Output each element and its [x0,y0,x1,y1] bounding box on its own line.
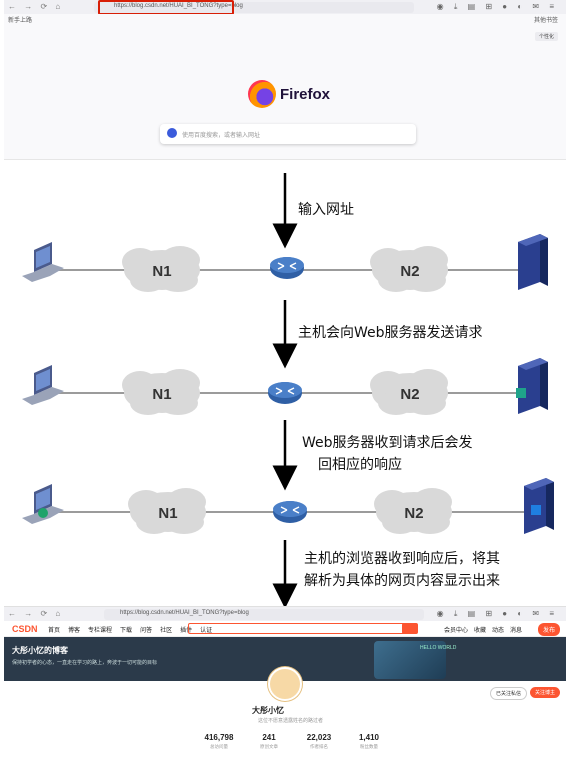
network-label-n2: N2 [404,505,423,522]
stat-value: 1,410 [358,733,380,742]
search-engine-icon [167,128,177,138]
stat-item: 22,023 作者排名 [294,733,344,750]
bookmark-getting-started[interactable]: 新手上路 [8,18,33,24]
blog-banner: 大彤小忆的博客 保持初学者的心态，一直走在学习的路上，奔波于一切可能的目标 HE… [4,637,566,681]
csdn-nav-right: 会员中心 收藏 动态 消息 [444,625,522,634]
network-label-n1: N1 [152,263,171,280]
address-bar-url[interactable]: https://blog.csdn.net/HUAI_BI_TONG?type=… [114,3,243,9]
network-label-n1: N1 [158,505,177,522]
stat-label: 作者排名 [310,744,328,749]
response-packet-icon [531,505,541,515]
request-packet-icon [516,388,526,398]
nav-link[interactable]: 问答 [140,628,153,634]
step-2-label: 主机会向Web服务器发送请求 [298,325,483,341]
network-row-1 [22,234,548,292]
nav-link[interactable]: 下载 [120,628,133,634]
stat-value: 241 [262,733,276,742]
nav-buttons[interactable]: ← → ⟳ ⌂ [8,2,64,11]
search-box[interactable]: 使用百度搜索，或者输入网址 [160,124,416,144]
step-4-label-line-1: 主机的浏览器收到响应后，将其 [304,551,500,567]
router-icon [267,381,303,405]
search-placeholder[interactable]: 使用百度搜索，或者输入网址 [182,133,261,139]
address-bar-url[interactable]: https://blog.csdn.net/HUAI_BI_TONG?type=… [120,610,249,616]
stat-item: 416,798 总访问量 [194,733,244,750]
received-packet-icon [38,508,48,518]
firefox-wordmark: Firefox [280,86,331,103]
blog-subtitle: 保持初学者的心态，一直走在学习的路上，奔波于一切可能的目标 [12,660,158,666]
message-button[interactable]: 已关注私信 [490,687,528,700]
network-label-n2: N2 [400,263,419,280]
client-laptop-icon [22,365,64,405]
firefox-new-tab-screenshot: ← → ⟳ ⌂ https://blog.csdn.net/HUAI_BI_TO… [4,0,566,160]
nav-link[interactable]: 社区 [160,628,173,634]
nav-right-link[interactable]: 消息 [510,628,523,634]
stat-item: 241 原创文章 [244,733,294,750]
banner-illustration [374,641,446,679]
step-3-label-line-2: 回相应的响应 [318,457,402,473]
nav-link[interactable]: 首页 [48,628,61,634]
publish-button[interactable]: 发布 [537,623,560,636]
avatar[interactable] [268,667,302,701]
stat-label: 总访问量 [210,744,228,749]
nav-link[interactable]: 专栏课程 [88,628,113,634]
stat-label: 原创文章 [260,744,278,749]
firefox-logo-icon [248,80,276,108]
nav-link[interactable]: 博客 [68,628,81,634]
nav-link[interactable]: 插件 [180,628,193,634]
stat-value: 22,023 [306,733,332,742]
address-bar[interactable] [104,609,424,620]
router-icon [272,500,308,524]
stat-value: 416,798 [204,733,234,742]
nav-link[interactable]: 认证 [200,628,213,634]
address-bar[interactable] [94,2,414,13]
profile-stats: 416,798 总访问量 241 原创文章 22,023 作者排名 1,410 … [194,733,394,750]
nav-right-link[interactable]: 会员中心 [444,628,469,634]
bookmarks-bar: 新手上路 其他书签 [4,14,566,24]
network-label-n2: N2 [400,386,419,403]
stat-label: 粉丝数量 [360,744,378,749]
network-row-2 [22,358,548,415]
stat-item: 1,410 粉丝数量 [344,733,394,750]
follow-button[interactable]: 关注博主 [530,687,561,698]
client-laptop-icon [22,242,64,282]
router-icon [269,256,305,280]
profile-name: 大彤小忆 [252,706,284,715]
csdn-navbar: CSDN 首页 博客 专栏课程 下载 问答 社区 插件 认证 会员中心 收藏 动… [4,621,566,637]
nav-buttons[interactable]: ← → ⟳ ⌂ [8,609,64,618]
step-4-label-line-2: 解析为具体的网页内容显示出来 [304,573,500,589]
blog-title: 大彤小忆的博客 [12,646,68,655]
web-server-icon [518,234,548,290]
toolbar-icons[interactable]: ◉ ⤓ ▤ ⊞ ● ◐ ✉ ≡ [436,2,558,11]
search-button[interactable] [402,623,418,634]
csdn-nav-links: 首页 博客 专栏课程 下载 问答 社区 插件 认证 [48,625,212,634]
web-server-icon [518,358,548,414]
nav-right-link[interactable]: 动态 [492,628,505,634]
browser-toolbar: ← → ⟳ ⌂ https://blog.csdn.net/HUAI_BI_TO… [4,0,566,14]
network-label-n1: N1 [152,386,171,403]
profile-card: 大彤小忆 这位不愿意透露姓名的路过者 已关注私信 关注博主 416,798 总访… [4,667,566,765]
step-3-label-line-1: Web服务器收到请求后会发 [302,435,473,451]
step-1-label: 输入网址 [298,202,354,218]
customize-button[interactable]: 个性化 [534,32,558,41]
banner-art-text: HELLO WORLD [420,645,457,651]
network-row-3 [22,478,554,534]
browser-toolbar: ← → ⟳ ⌂ https://blog.csdn.net/HUAI_BI_TO… [4,607,566,621]
nav-right-link[interactable]: 收藏 [474,628,487,634]
profile-subtitle: 这位不愿意透露姓名的路过者 [258,718,324,724]
csdn-logo[interactable]: CSDN [12,624,38,634]
bookmark-other[interactable]: 其他书签 [533,18,558,24]
csdn-search-input[interactable] [188,623,414,634]
csdn-blog-screenshot: ← → ⟳ ⌂ https://blog.csdn.net/HUAI_BI_TO… [4,606,566,765]
toolbar-icons[interactable]: ◉ ⤓ ▤ ⊞ ● ◐ ✉ ≡ [436,609,558,618]
